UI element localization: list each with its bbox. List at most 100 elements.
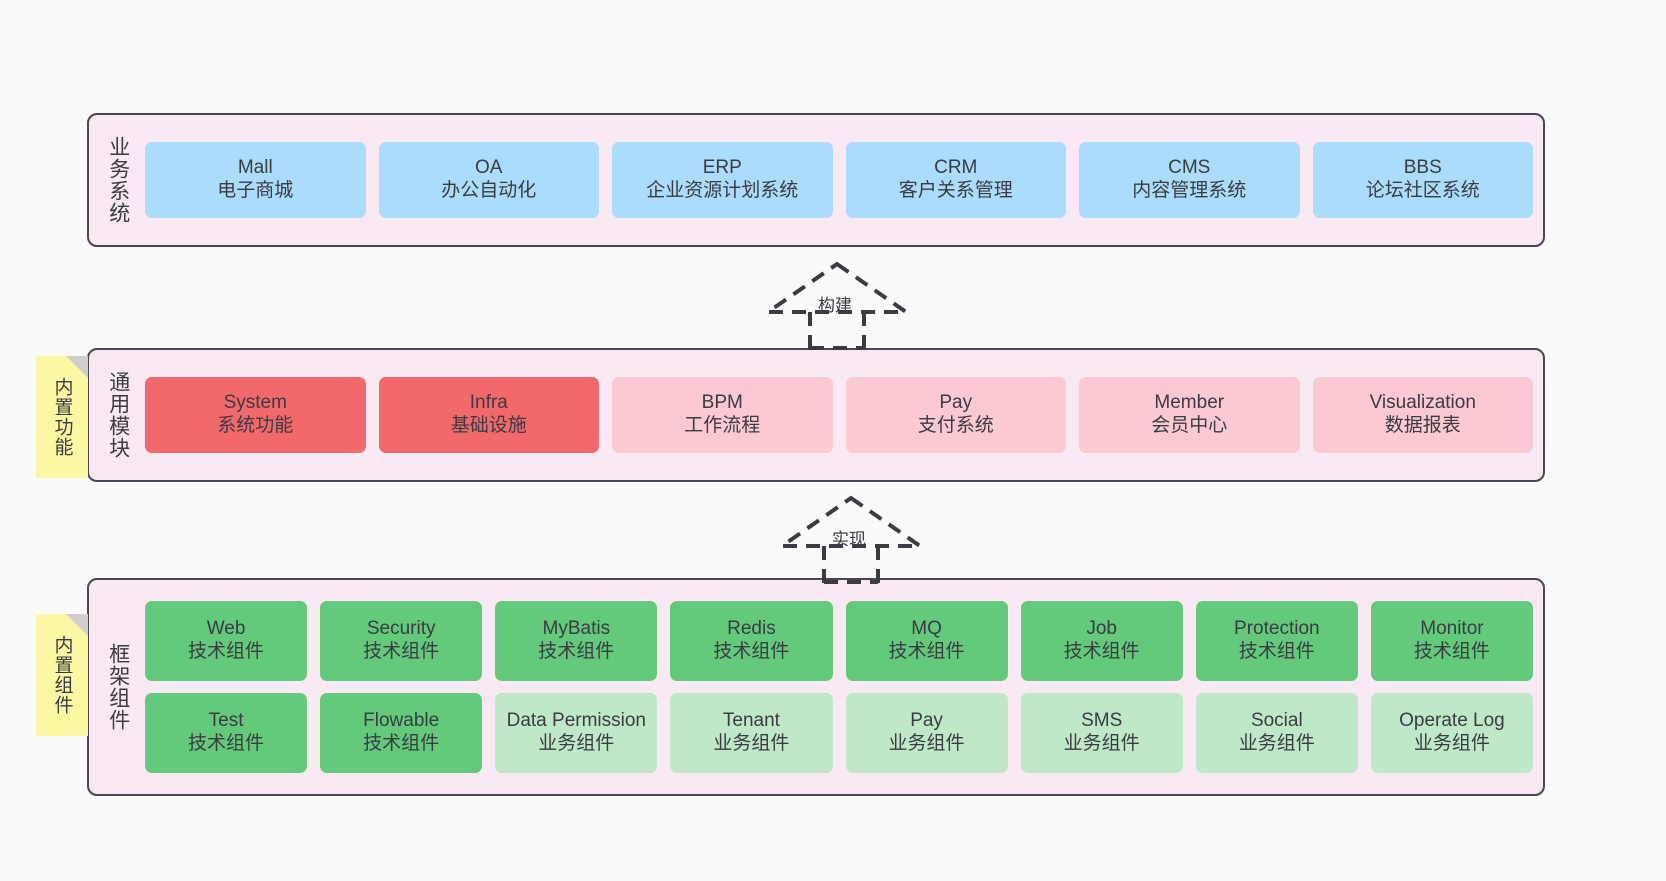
component-card-web[interactable]: Web 技术组件 bbox=[145, 601, 308, 681]
layer-title-common: 通用模块 bbox=[106, 371, 130, 459]
module-card-mall[interactable]: Mall 电子商城 bbox=[145, 142, 366, 218]
layer-body-framework: Web 技术组件 Security 技术组件 MyBatis 技术组件 Redi… bbox=[137, 588, 1533, 786]
layer-common-modules: 通用模块 System 系统功能 Infra 基础设施 BPM 工作流程 Pay… bbox=[87, 348, 1545, 482]
component-subtitle: 业务组件 bbox=[1413, 733, 1490, 754]
layer-business-systems: 业务系统 Mall 电子商城 OA 办公自动化 ERP 企业资源计划系统 CRM… bbox=[87, 113, 1545, 247]
component-subtitle: 技术组件 bbox=[188, 641, 265, 662]
component-subtitle: 技术组件 bbox=[1413, 641, 1490, 662]
module-card-pay[interactable]: Pay 支付系统 bbox=[845, 377, 1066, 453]
component-name: Test bbox=[208, 710, 244, 732]
module-name: System bbox=[223, 392, 287, 414]
component-subtitle: 技术组件 bbox=[363, 641, 440, 662]
layer-row: Test 技术组件 Flowable 技术组件 Data Permission … bbox=[145, 693, 1533, 773]
component-card-protection[interactable]: Protection 技术组件 bbox=[1195, 601, 1358, 681]
sticky-note-built-in-features: 内置功能 bbox=[36, 356, 88, 478]
layer-body-common: System 系统功能 Infra 基础设施 BPM 工作流程 Pay 支付系统… bbox=[137, 358, 1533, 472]
sticky-note-label: 内置组件 bbox=[51, 635, 73, 715]
component-card-mybatis[interactable]: MyBatis 技术组件 bbox=[495, 601, 658, 681]
module-name: Visualization bbox=[1369, 392, 1476, 414]
sticky-note-built-in-components: 内置组件 bbox=[36, 614, 88, 736]
component-card-job[interactable]: Job 技术组件 bbox=[1020, 601, 1183, 681]
module-subtitle: 内容管理系统 bbox=[1132, 180, 1247, 201]
component-name: Pay bbox=[910, 710, 943, 732]
module-card-bpm[interactable]: BPM 工作流程 bbox=[612, 377, 833, 453]
arrow-label-build: 构建 bbox=[818, 296, 852, 315]
module-name: ERP bbox=[702, 157, 742, 179]
component-name: Job bbox=[1086, 618, 1117, 640]
arrow-label-implement: 实现 bbox=[832, 530, 866, 549]
component-name: MyBatis bbox=[542, 618, 611, 640]
module-subtitle: 工作流程 bbox=[684, 415, 761, 436]
module-subtitle: 企业资源计划系统 bbox=[646, 180, 799, 201]
module-subtitle: 系统功能 bbox=[217, 415, 294, 436]
component-subtitle: 技术组件 bbox=[363, 733, 440, 754]
component-name: Security bbox=[366, 618, 436, 640]
component-subtitle: 业务组件 bbox=[713, 733, 790, 754]
module-subtitle: 论坛社区系统 bbox=[1365, 180, 1480, 201]
component-subtitle: 技术组件 bbox=[1063, 641, 1140, 662]
component-subtitle: 业务组件 bbox=[538, 733, 615, 754]
component-name: Protection bbox=[1234, 618, 1320, 640]
module-subtitle: 电子商城 bbox=[217, 180, 294, 201]
module-subtitle: 办公自动化 bbox=[441, 180, 537, 201]
module-name: BPM bbox=[701, 392, 743, 414]
layer-title-business: 业务系统 bbox=[106, 136, 130, 224]
component-card-flowable[interactable]: Flowable 技术组件 bbox=[320, 693, 483, 773]
module-name: CMS bbox=[1168, 157, 1211, 179]
module-subtitle: 基础设施 bbox=[450, 415, 527, 436]
module-subtitle: 支付系统 bbox=[917, 415, 994, 436]
component-name: Flowable bbox=[363, 710, 440, 732]
component-subtitle: 业务组件 bbox=[888, 733, 965, 754]
generalization-arrow-icon bbox=[761, 261, 913, 350]
component-card-security[interactable]: Security 技术组件 bbox=[320, 601, 483, 681]
component-name: Redis bbox=[727, 618, 776, 640]
component-card-test[interactable]: Test 技术组件 bbox=[145, 693, 308, 773]
module-name: Pay bbox=[939, 392, 973, 414]
module-subtitle: 数据报表 bbox=[1384, 415, 1461, 436]
component-card-pay[interactable]: Pay 业务组件 bbox=[845, 693, 1008, 773]
component-card-social[interactable]: Social 业务组件 bbox=[1195, 693, 1358, 773]
generalization-arrow-icon bbox=[775, 495, 927, 584]
module-name: Mall bbox=[237, 157, 273, 179]
module-subtitle: 会员中心 bbox=[1151, 415, 1228, 436]
module-card-bbs[interactable]: BBS 论坛社区系统 bbox=[1312, 142, 1533, 218]
component-subtitle: 技术组件 bbox=[188, 733, 265, 754]
component-card-sms[interactable]: SMS 业务组件 bbox=[1020, 693, 1183, 773]
module-card-system[interactable]: System 系统功能 bbox=[145, 377, 366, 453]
module-card-member[interactable]: Member 会员中心 bbox=[1079, 377, 1300, 453]
component-subtitle: 技术组件 bbox=[713, 641, 790, 662]
module-subtitle: 客户关系管理 bbox=[898, 180, 1013, 201]
module-name: CRM bbox=[934, 157, 978, 179]
component-name: Data Permission bbox=[506, 710, 646, 732]
module-card-oa[interactable]: OA 办公自动化 bbox=[378, 142, 599, 218]
component-card-redis[interactable]: Redis 技术组件 bbox=[670, 601, 833, 681]
module-card-infra[interactable]: Infra 基础设施 bbox=[378, 377, 599, 453]
component-name: Web bbox=[206, 618, 246, 640]
module-name: BBS bbox=[1403, 157, 1442, 179]
component-name: Social bbox=[1250, 710, 1303, 732]
component-name: Monitor bbox=[1420, 618, 1484, 640]
arrow-implement: 实现 bbox=[766, 492, 936, 584]
layer-row: Web 技术组件 Security 技术组件 MyBatis 技术组件 Redi… bbox=[145, 601, 1533, 681]
component-subtitle: 技术组件 bbox=[1238, 641, 1315, 662]
component-subtitle: 技术组件 bbox=[538, 641, 615, 662]
component-card-operate-log[interactable]: Operate Log 业务组件 bbox=[1370, 693, 1533, 773]
module-card-erp[interactable]: ERP 企业资源计划系统 bbox=[612, 142, 833, 218]
module-card-cms[interactable]: CMS 内容管理系统 bbox=[1079, 142, 1300, 218]
component-card-tenant[interactable]: Tenant 业务组件 bbox=[670, 693, 833, 773]
module-name: Member bbox=[1154, 392, 1225, 414]
component-subtitle: 业务组件 bbox=[1238, 733, 1315, 754]
layer-title-framework: 框架组件 bbox=[106, 643, 130, 731]
module-card-crm[interactable]: CRM 客户关系管理 bbox=[845, 142, 1066, 218]
component-subtitle: 技术组件 bbox=[888, 641, 965, 662]
layer-row: System 系统功能 Infra 基础设施 BPM 工作流程 Pay 支付系统… bbox=[145, 377, 1533, 453]
component-name: Operate Log bbox=[1399, 710, 1505, 732]
module-name: OA bbox=[475, 157, 503, 179]
component-name: Tenant bbox=[722, 710, 780, 732]
module-card-visualization[interactable]: Visualization 数据报表 bbox=[1312, 377, 1533, 453]
component-card-data-permission[interactable]: Data Permission 业务组件 bbox=[495, 693, 658, 773]
component-card-mq[interactable]: MQ 技术组件 bbox=[845, 601, 1008, 681]
component-card-monitor[interactable]: Monitor 技术组件 bbox=[1370, 601, 1533, 681]
layer-framework-components: 框架组件 Web 技术组件 Security 技术组件 MyBatis 技术组件… bbox=[87, 578, 1545, 796]
